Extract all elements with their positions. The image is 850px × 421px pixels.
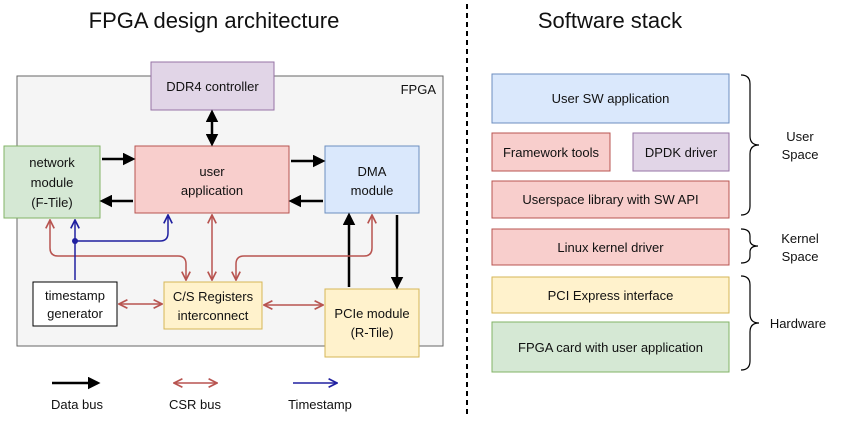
framework-tools-layer — [491, 132, 611, 172]
right-title: Software stack — [538, 8, 683, 33]
dpdk-driver-label: DPDK driver — [645, 145, 718, 160]
csr-network-arrow — [50, 220, 186, 280]
dma-module-label-1: DMA — [358, 164, 387, 179]
legend-data-bus-label: Data bus — [51, 397, 104, 412]
fpga-label: FPGA — [401, 82, 437, 97]
user-space-label-1: User — [786, 129, 814, 144]
user-sw-application-layer — [491, 73, 730, 124]
csr-interconnect-label-2: interconnect — [178, 308, 249, 323]
fpga-card-label: FPGA card with user application — [518, 340, 703, 355]
fpga-card-layer — [491, 321, 730, 373]
pcie-module-label-1: PCIe module — [334, 306, 409, 321]
linux-kernel-driver-layer — [491, 228, 730, 266]
legend-csr-bus-label: CSR bus — [169, 397, 222, 412]
user-application-label-2: application — [181, 183, 243, 198]
network-module-label-2: module — [31, 175, 74, 190]
pci-express-interface-label: PCI Express interface — [548, 288, 674, 303]
hardware-brace — [740, 275, 760, 371]
user-space-brace — [740, 74, 760, 216]
user-space-label-2: Space — [782, 147, 819, 162]
timestamp-arrows — [75, 215, 168, 280]
framework-tools-label: Framework tools — [503, 145, 600, 160]
ddr4-controller-label: DDR4 controller — [166, 79, 259, 94]
group-braces — [740, 74, 760, 371]
network-module-block — [3, 145, 101, 219]
pcie-module-label-2: (R-Tile) — [351, 325, 394, 340]
network-module-label-1: network — [29, 155, 75, 170]
ddr4-controller-block — [150, 61, 275, 111]
pcie-module-block — [324, 288, 420, 358]
userspace-library-layer — [491, 180, 730, 219]
timestamp-generator-label-1: timestamp — [45, 288, 105, 303]
kernel-space-brace — [740, 228, 759, 264]
timestamp-to-user-app-arrow — [75, 215, 168, 242]
csr-interconnect-block — [163, 281, 263, 330]
left-title: FPGA design architecture — [89, 8, 340, 33]
legend-timestamp-label: Timestamp — [288, 397, 352, 412]
user-application-block — [134, 145, 290, 214]
hardware-label: Hardware — [770, 316, 826, 331]
user-sw-application-label: User SW application — [552, 91, 670, 106]
timestamp-junction-dot — [72, 238, 78, 244]
pci-express-interface-layer — [491, 276, 730, 314]
kernel-space-label-2: Space — [782, 249, 819, 264]
dma-module-block — [324, 145, 420, 214]
csr-dma-arrow — [236, 215, 372, 280]
csr-interconnect-label-1: C/S Registers — [173, 289, 254, 304]
userspace-library-label: Userspace library with SW API — [522, 192, 698, 207]
timestamp-generator-label-2: generator — [47, 306, 103, 321]
kernel-space-label-1: Kernel — [781, 231, 819, 246]
csr-bus-arrows — [50, 215, 372, 305]
dma-module-label-2: module — [351, 183, 394, 198]
linux-kernel-driver-label: Linux kernel driver — [557, 240, 664, 255]
user-application-label-1: user — [199, 164, 225, 179]
dpdk-driver-layer — [632, 132, 730, 172]
network-module-label-3: (F-Tile) — [31, 195, 72, 210]
timestamp-generator-block — [32, 281, 118, 327]
